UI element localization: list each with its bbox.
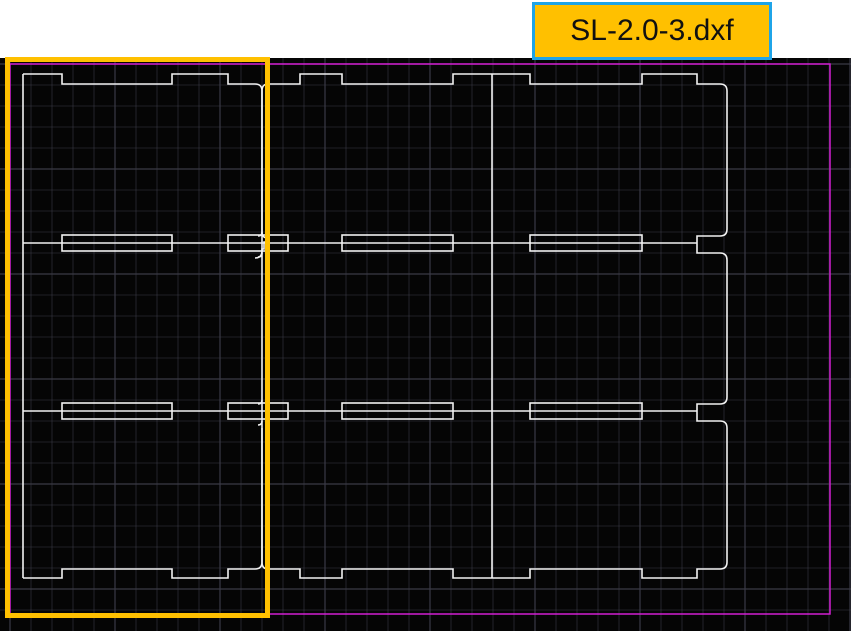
file-name-text: SL-2.0-3.dxf (570, 14, 734, 47)
slot (61, 402, 173, 420)
slot (341, 234, 454, 252)
outline-bottom (261, 73, 728, 579)
slot (227, 402, 289, 420)
file-name-label: SL-2.0-3.dxf (532, 2, 772, 60)
slot (61, 234, 173, 252)
slot (341, 402, 454, 420)
highlight-selection (5, 57, 270, 618)
cad-canvas[interactable] (0, 58, 851, 631)
sheet-boundary (9, 63, 831, 615)
tab-notch (257, 231, 263, 426)
grid-lines (0, 58, 851, 631)
slot (529, 402, 643, 420)
cut-paths (22, 73, 728, 579)
slot (227, 234, 289, 252)
slot (529, 234, 643, 252)
